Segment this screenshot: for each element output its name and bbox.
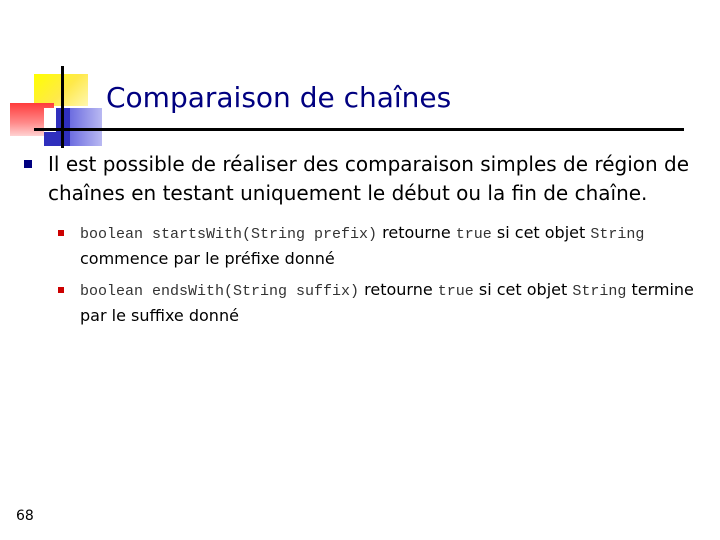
logo-light-blue-square [70,108,102,146]
code-type: String [572,283,627,300]
square-bullet-icon [24,160,32,168]
code-keyword: true [455,226,492,243]
item-text: termine par le suffixe donné [80,280,694,325]
item-text: retourne [359,280,438,299]
method-signature: boolean startsWith(String prefix) [80,226,378,243]
item-text: commence par le préfixe donné [80,249,335,268]
sub-bullet-item: boolean startsWith(String prefix) retour… [58,221,700,271]
bullet-item-intro: Il est possible de réaliser des comparai… [20,150,700,208]
item-text: si cet objet [491,223,591,242]
sub-bullet-list: boolean startsWith(String prefix) retour… [58,221,700,328]
logo-white-notch [44,108,56,132]
title-underline [34,128,684,131]
item-text: retourne [377,223,456,242]
logo-vertical-line [61,66,64,148]
intro-text: Il est possible de réaliser des comparai… [48,152,690,205]
slide-title: Comparaison de chaînes [106,81,452,114]
slide-logo [0,0,720,150]
code-keyword: true [437,283,474,300]
square-bullet-icon [58,230,64,236]
code-type: String [590,226,645,243]
item-text: si cet objet [473,280,573,299]
square-bullet-icon [58,287,64,293]
sub-bullet-item: boolean endsWith(String suffix) retourne… [58,278,700,328]
slide-body: Il est possible de réaliser des comparai… [20,150,700,335]
page-number: 68 [16,508,34,524]
method-signature: boolean endsWith(String suffix) [80,283,360,300]
